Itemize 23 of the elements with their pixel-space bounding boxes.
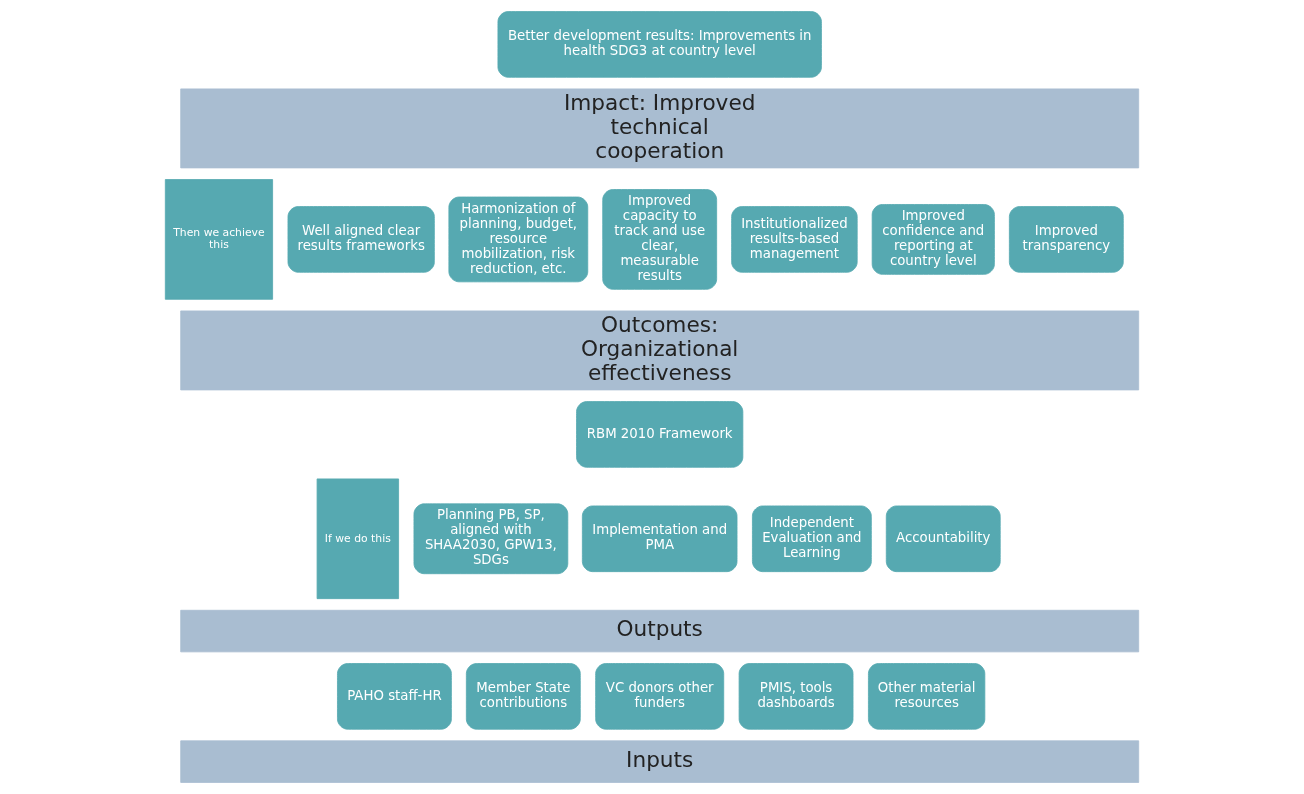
node-box: Improved capacity to track and use clear, measurable results <box>602 189 718 290</box>
node-box: VC donors other funders <box>595 663 725 730</box>
node-box: Member State contributions <box>465 663 581 730</box>
node-box: Independent Evaluation and Learning <box>752 505 872 573</box>
node-box: Accountability <box>885 505 1001 573</box>
node-box: Better development results: Improvements in health SDG3 at country level <box>497 11 822 78</box>
node-box: Institutionalized results-based management <box>731 206 858 273</box>
node-box: If we do this <box>316 478 399 600</box>
node-box: Improved confidence and reporting at country level <box>871 204 995 275</box>
node-box: Well aligned clear results frameworks <box>287 206 435 273</box>
node-box: Improved transparency <box>1008 206 1124 273</box>
node-box: PAHO staff-HR <box>337 663 452 730</box>
node-box: Outcomes: Organizational effectiveness <box>180 310 1140 391</box>
node-box: Other material resources <box>868 663 986 730</box>
node-box: PMIS, tools dashboards <box>738 663 854 730</box>
node-box: Inputs <box>180 740 1140 783</box>
node-box: RBM 2010 Framework <box>576 401 744 468</box>
node-box: Impact: Improved technical cooperation <box>180 88 1140 169</box>
node-box: Implementation and PMA <box>581 505 738 573</box>
node-box: Planning PB, SP, aligned with SHAA2030, GPW13, SDGs <box>413 503 569 575</box>
node-box: Harmonization of planning, budget, resource mobilization, risk reduction, etc. <box>448 196 589 283</box>
node-box: Then we achieve this <box>164 179 273 300</box>
node-box: Outputs <box>180 609 1140 653</box>
